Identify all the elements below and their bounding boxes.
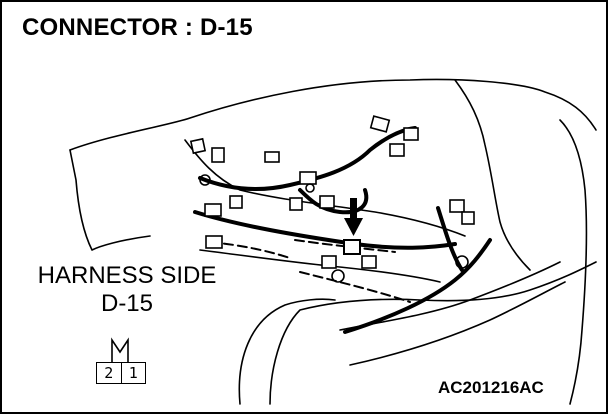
grommet <box>305 183 315 193</box>
floor-harness-bundle <box>343 238 492 334</box>
main-harness-bundle <box>198 126 417 192</box>
harness-connector <box>211 147 225 163</box>
harness-connector <box>449 199 465 213</box>
lower-harness-bundle <box>193 210 457 250</box>
diagram-title: CONNECTOR : D-15 <box>22 14 253 41</box>
floor-inner-line-2 <box>349 281 566 366</box>
harness-connector <box>389 143 405 157</box>
harness-connector <box>369 115 391 133</box>
floor-outline <box>269 261 597 405</box>
harness-connector <box>461 211 475 225</box>
floor-inner-line <box>339 261 561 331</box>
harness-connector <box>321 255 337 269</box>
dashboard-left-edge <box>69 149 151 251</box>
harness-connector <box>319 195 335 209</box>
pin-terminal: 2 <box>104 364 114 382</box>
branch-harness <box>298 188 369 215</box>
pillar-outline <box>454 79 531 271</box>
grommet <box>199 174 211 186</box>
grommet <box>455 255 469 269</box>
side-harness-bundle <box>436 206 464 272</box>
harness-connector <box>205 235 223 249</box>
harness-connector <box>403 127 419 141</box>
connector-d15-location <box>343 239 361 255</box>
harness-connector <box>299 171 317 185</box>
harness-connector <box>229 195 243 209</box>
grommet <box>331 269 345 283</box>
harness-side-connector-id: D-15 <box>100 290 154 317</box>
pin-terminal: 1 <box>120 363 146 383</box>
figure-code: AC201216AC <box>438 378 544 397</box>
connector-face-icon <box>111 337 129 362</box>
harness-side-heading: HARNESS SIDE <box>37 262 217 289</box>
arrow-down-icon <box>344 198 363 236</box>
harness-connector <box>189 137 207 155</box>
door-opening-outline <box>559 119 588 405</box>
harness-connector <box>289 197 303 211</box>
harness-connector <box>361 255 377 269</box>
harness-connector <box>264 151 280 163</box>
dashboard-outline <box>69 78 597 151</box>
harness-connector <box>204 203 222 217</box>
wheel-arch-outline <box>238 298 336 405</box>
harness-side-label: HARNESS SIDE D-15 <box>28 262 226 318</box>
connector-pin-diagram: 2 1 <box>96 362 146 384</box>
hidden-harness-floor <box>299 271 411 303</box>
